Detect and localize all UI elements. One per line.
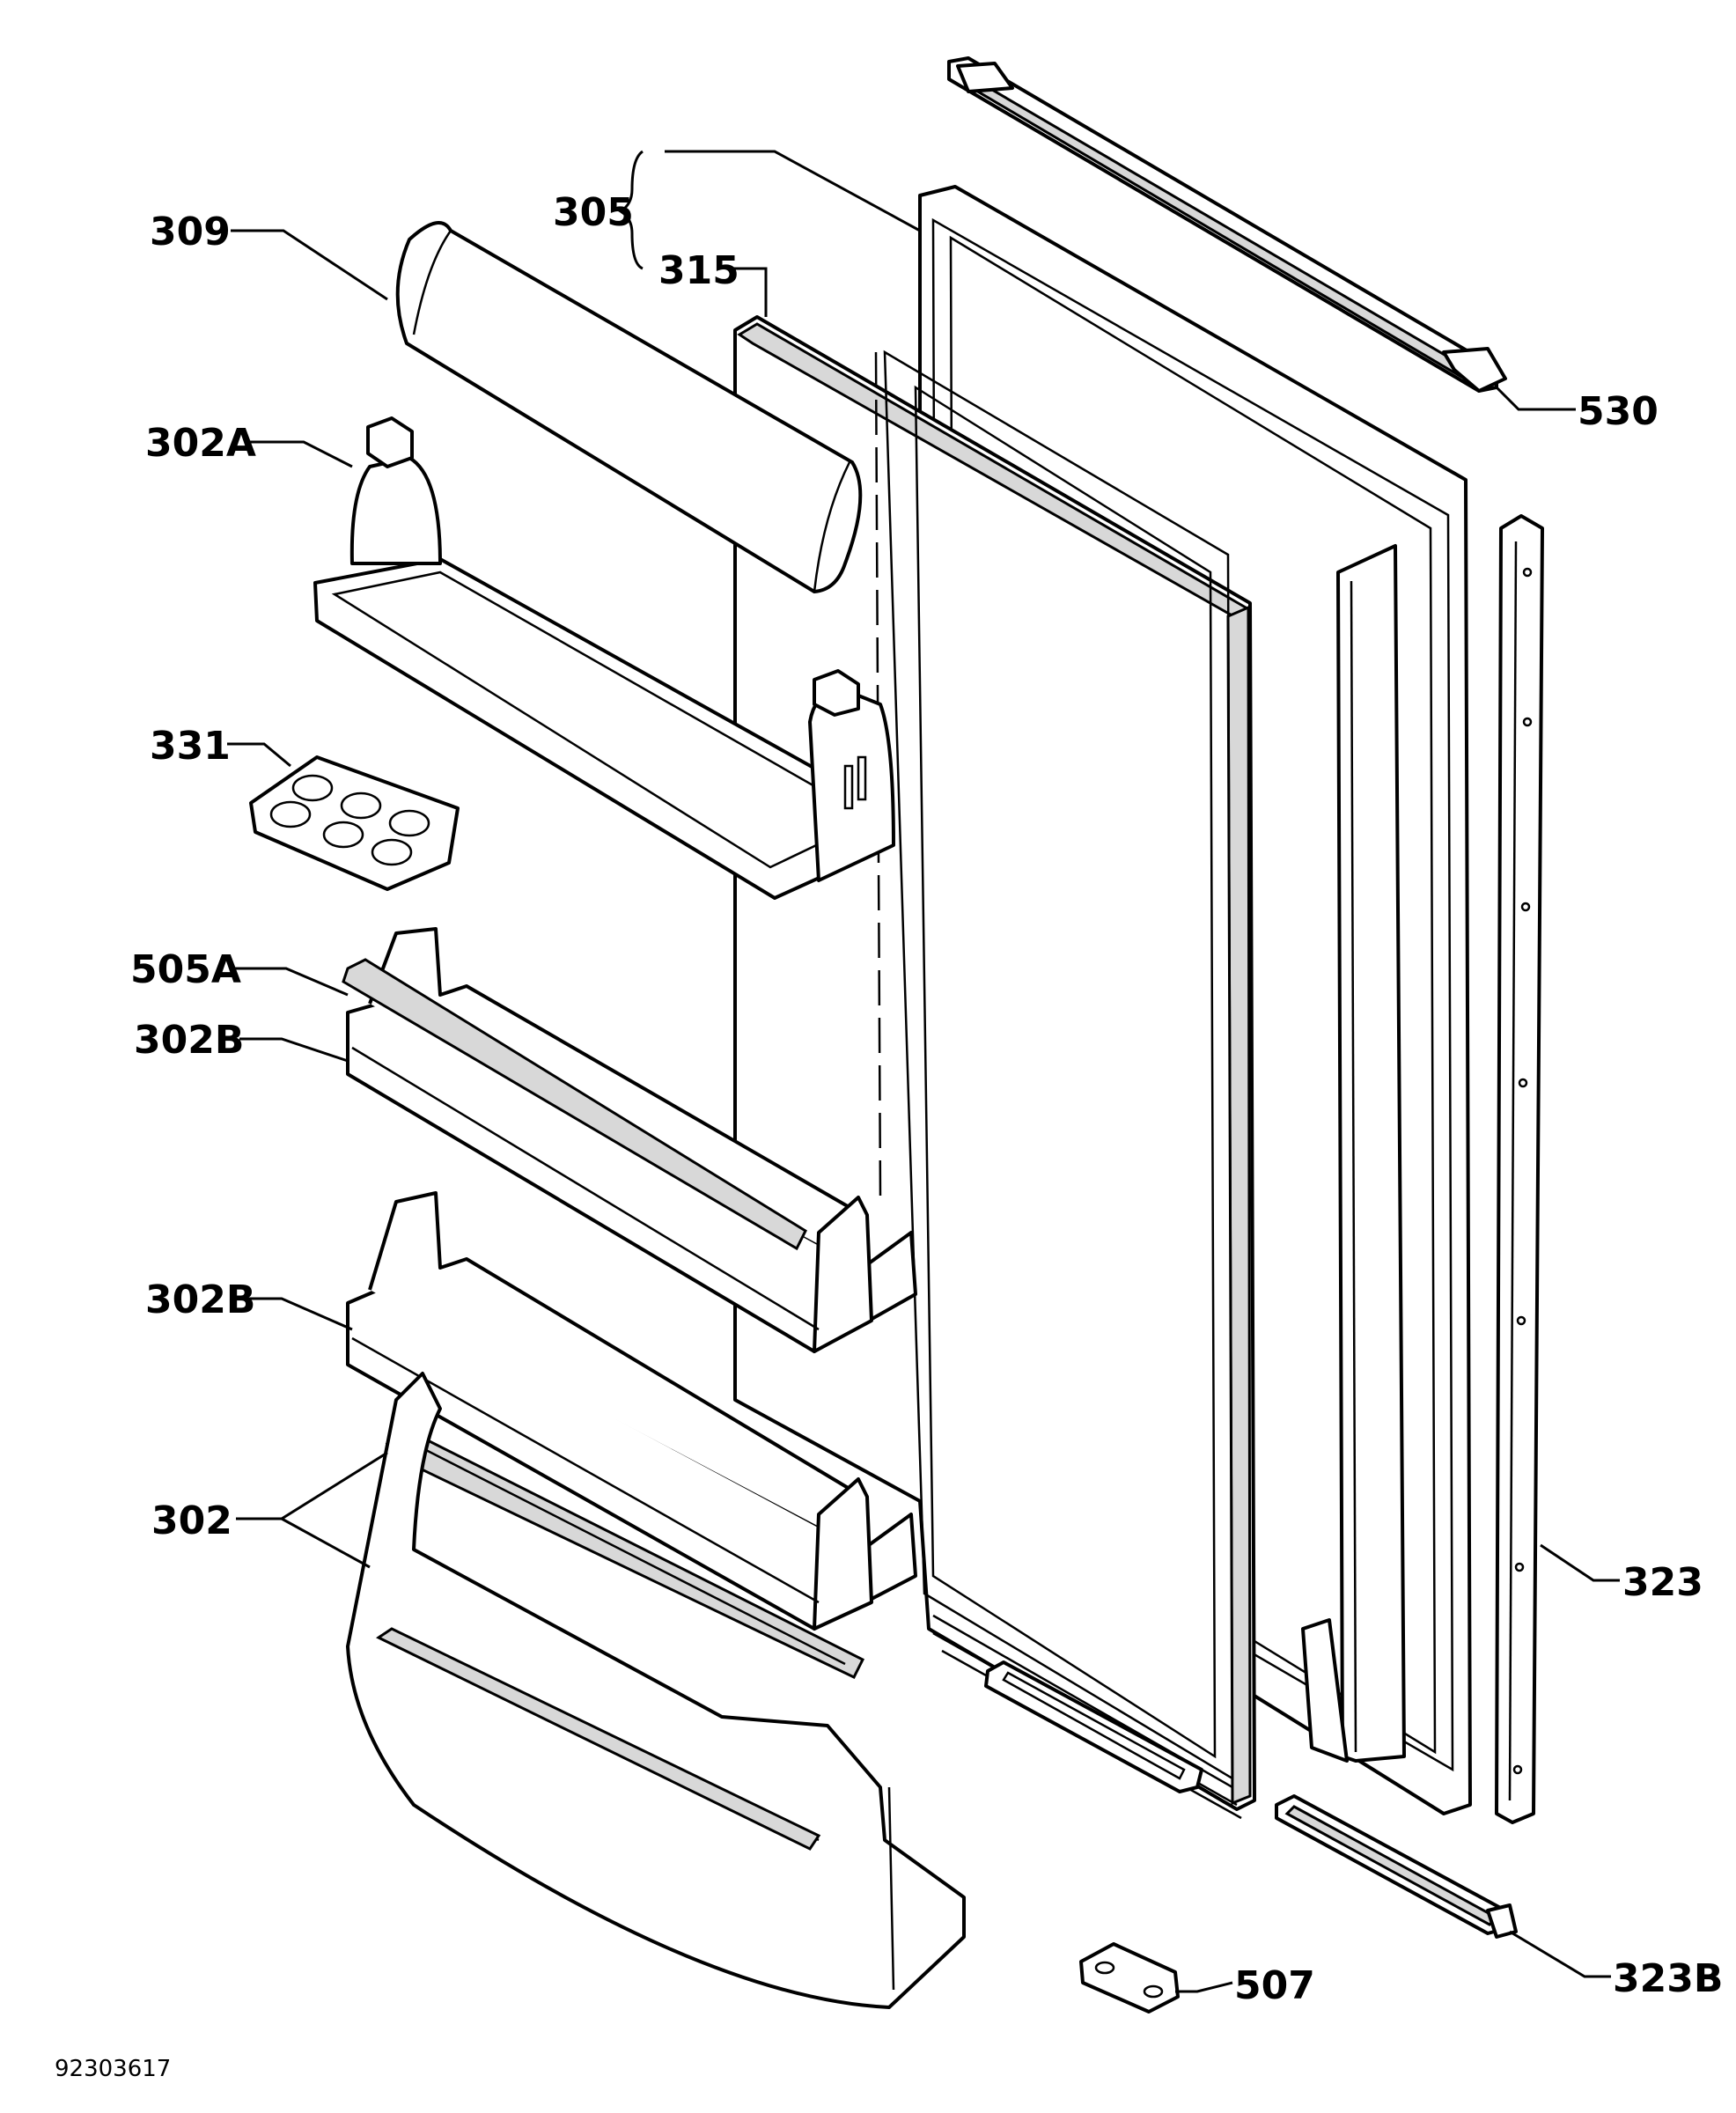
label-507: 507 <box>1234 1963 1315 2008</box>
label-530: 530 <box>1578 389 1659 434</box>
part-309-dairy-lid <box>395 221 863 593</box>
drawing-number: 92303617 <box>55 2056 171 2082</box>
part-507-hinge <box>1079 1942 1180 2014</box>
part-labels: 309 302A 331 505A 302B 302B 302 305 315 … <box>55 190 1723 2082</box>
part-302-bottom-bin <box>346 1372 966 2009</box>
part-lower-bracket <box>984 1660 1203 1793</box>
label-331: 331 <box>150 724 231 769</box>
label-302b-upper: 302B <box>134 1018 244 1063</box>
part-302b-upper-bottle-shelf <box>342 927 917 1353</box>
label-302a: 302A <box>145 421 256 466</box>
label-309: 309 <box>150 210 231 254</box>
part-302a-door-shelf <box>313 416 895 900</box>
part-315-door-gasket <box>733 315 1256 1820</box>
part-323-side-rail <box>1495 514 1544 1824</box>
label-315: 315 <box>658 248 739 293</box>
label-305: 305 <box>553 190 634 235</box>
part-530-top-rail <box>947 56 1507 393</box>
part-331-egg-tray <box>249 755 460 891</box>
part-302b-lower-bottle-shelf <box>346 1191 917 1631</box>
label-505a: 505A <box>130 947 241 992</box>
part-323b-bottom-rail <box>1275 1794 1518 1939</box>
label-302b-lower: 302B <box>145 1277 255 1322</box>
label-302: 302 <box>151 1498 232 1543</box>
label-323b: 323B <box>1613 1956 1723 2001</box>
label-323: 323 <box>1622 1560 1703 1605</box>
leader-lines <box>227 150 1620 1993</box>
